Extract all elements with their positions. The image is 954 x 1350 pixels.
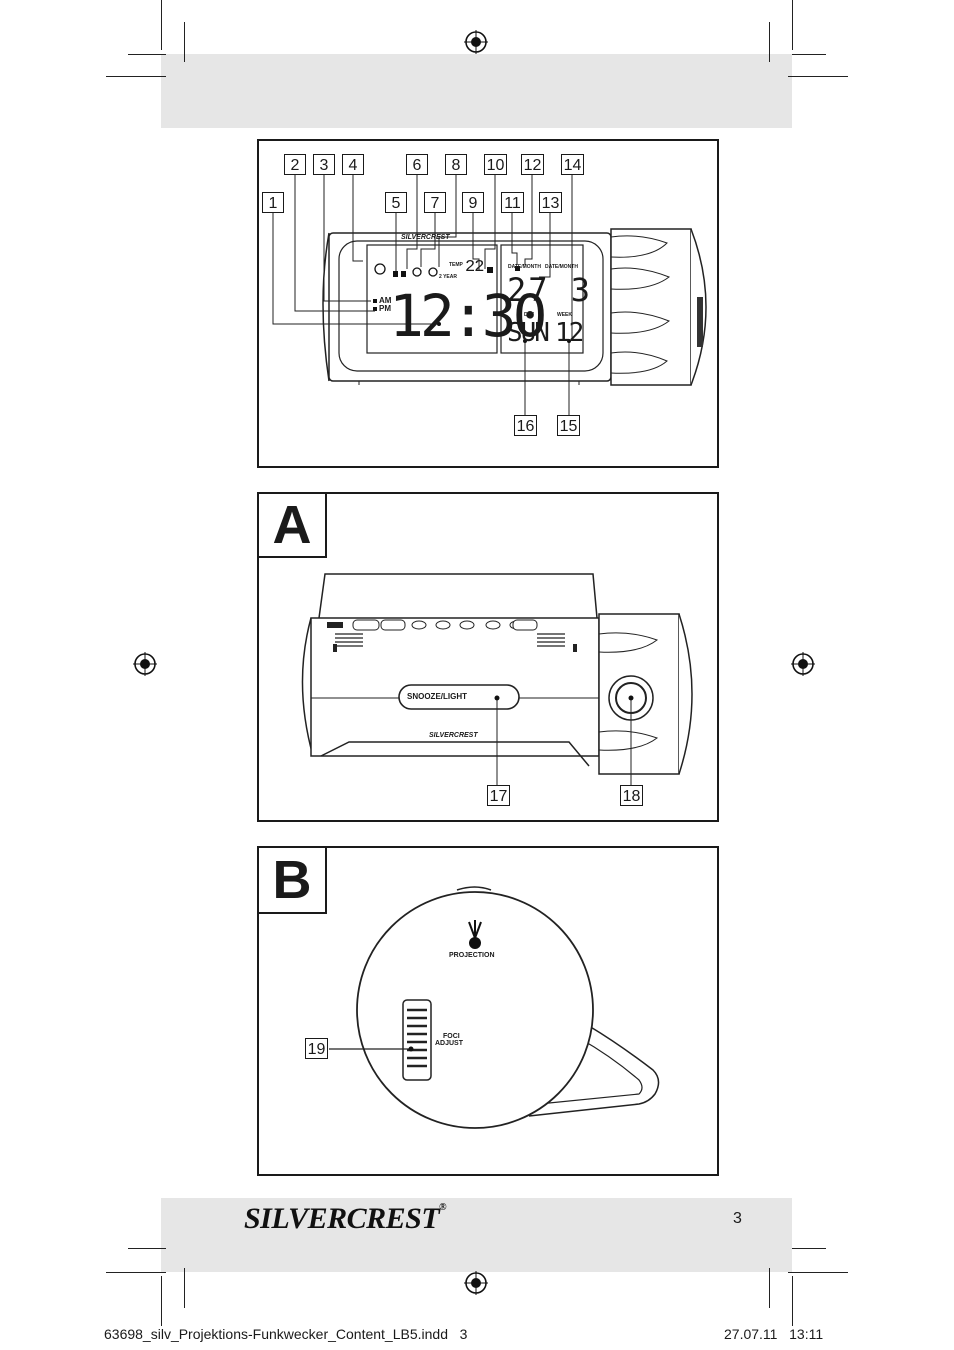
slug-datetime: 27.07.11 13:11 <box>724 1326 824 1342</box>
crop-mark <box>128 54 166 55</box>
callout-14: 14 <box>561 154 584 175</box>
lcd-time-display: 12:30 <box>389 282 548 350</box>
lcd-temp-value: 22 <box>465 258 484 277</box>
callout-1: 1 <box>262 192 284 213</box>
crop-mark <box>106 76 166 77</box>
callout-9: 9 <box>462 192 484 213</box>
lcd-week-label: WEEK <box>557 312 572 318</box>
crop-mark <box>792 54 826 55</box>
crop-mark <box>128 1248 166 1249</box>
projector-side-illustration <box>329 886 660 1129</box>
crop-mark <box>184 1268 185 1308</box>
figure-a-panel: A SNOOZE/LIGHT SILVERCREST 17 18 <box>257 492 719 822</box>
crop-mark <box>792 0 793 50</box>
lcd-pm-label: PM <box>379 304 391 313</box>
figure-b-panel: B PROJECTION FOCI ADJUST 19 <box>257 846 719 1176</box>
brand-wordmark: SILVERCREST <box>244 1202 440 1235</box>
registered-mark: ® <box>439 1202 447 1213</box>
callout-11: 11 <box>501 192 524 213</box>
crop-mark <box>161 1276 162 1326</box>
callout-8: 8 <box>445 154 467 175</box>
crop-mark <box>792 1276 793 1326</box>
callout-5: 5 <box>385 192 407 213</box>
header-band <box>161 54 792 128</box>
adjust-label: ADJUST <box>435 1040 464 1047</box>
figure-a-tab: A <box>257 492 327 558</box>
footer-band <box>161 1198 792 1272</box>
lcd-date-label-1: DATE/MONTH <box>508 264 541 270</box>
callout-18: 18 <box>620 785 643 806</box>
callout-16: 16 <box>514 415 537 436</box>
crop-mark <box>769 1268 770 1308</box>
callout-3: 3 <box>313 154 335 175</box>
callout-2: 2 <box>284 154 306 175</box>
registration-mark-icon <box>791 652 815 676</box>
projection-label: PROJECTION <box>449 952 495 959</box>
foci-label: FOCI <box>443 1033 460 1040</box>
crop-mark <box>788 1272 848 1273</box>
crop-mark <box>769 22 770 62</box>
brand-label-small-a: SILVERCREST <box>429 732 478 739</box>
callout-15: 15 <box>557 415 580 436</box>
lcd-temp-label: TEMP <box>449 262 463 268</box>
callout-17: 17 <box>487 785 510 806</box>
snooze-light-label: SNOOZE/LIGHT <box>407 692 467 701</box>
clock-back-illustration <box>301 573 693 786</box>
callout-12: 12 <box>521 154 544 175</box>
crop-mark <box>792 1248 826 1249</box>
registration-mark-icon <box>133 652 157 676</box>
crop-mark <box>106 1272 166 1273</box>
callout-10: 10 <box>484 154 507 175</box>
crop-mark <box>788 76 848 77</box>
crop-mark <box>184 22 185 62</box>
lcd-day-label: DAY <box>524 312 535 318</box>
clock-front-illustration <box>272 174 707 415</box>
figure-b-tab: B <box>257 846 327 914</box>
crop-mark <box>161 0 162 50</box>
registration-mark-icon <box>464 30 488 54</box>
callout-6: 6 <box>406 154 428 175</box>
lcd-year-label: 2 YEAR <box>439 274 457 280</box>
registration-mark-icon <box>464 1271 488 1295</box>
callout-4: 4 <box>342 154 364 175</box>
lcd-date-value: 27 3 <box>507 271 593 309</box>
lcd-date-label-2: DATE/MONTH <box>545 264 578 270</box>
callout-19: 19 <box>305 1038 328 1059</box>
lcd-day-value: SUN <box>507 318 550 348</box>
page-number: 3 <box>733 1210 742 1227</box>
callout-13: 13 <box>539 192 562 213</box>
brand-label-small: SILVERCREST <box>401 234 450 241</box>
lcd-week-value: 12 <box>555 318 584 348</box>
slug-filename: 63698_silv_Projektions-Funkwecker_Conten… <box>104 1326 468 1342</box>
lcd-am-label: AM <box>379 296 392 305</box>
footer-brand-logo: SILVERCREST® <box>244 1202 447 1236</box>
figure-overview-panel: 2 3 4 6 8 10 12 14 1 5 7 9 11 13 16 15 S… <box>257 139 719 468</box>
callout-7: 7 <box>424 192 446 213</box>
